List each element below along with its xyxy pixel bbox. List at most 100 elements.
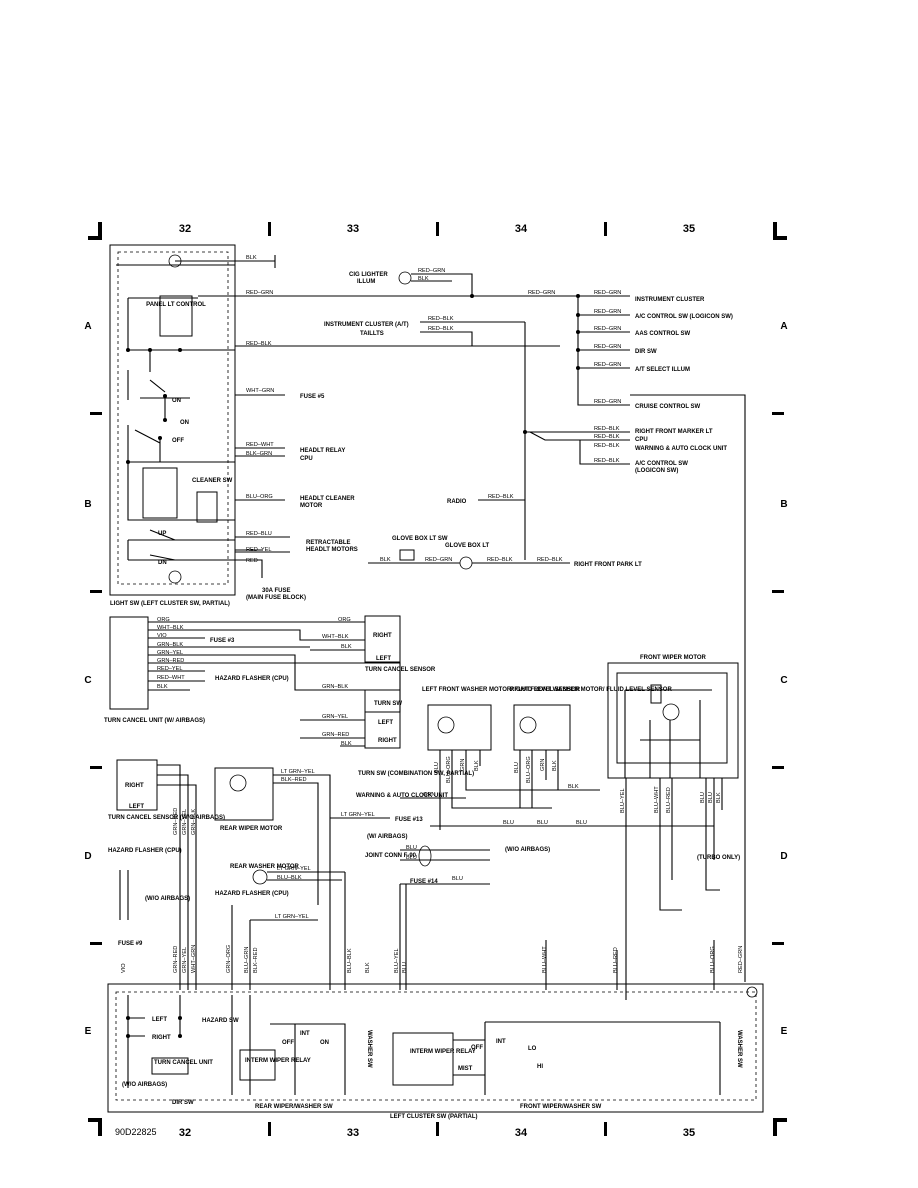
turn-signal-section: ORG WHT–BLK VIO GRN–BLK GRN–YEL GRN–RED … [104,615,474,777]
wire-red-blk-l4: RED–BLK [594,458,620,464]
dir-right-label: RIGHT [152,1035,171,1041]
wire-red-wht: RED–WHT [246,442,274,448]
rf-wire-blk: BLK [552,760,558,771]
rear-washer-motor-label: REAR WASHER MOTOR [230,864,300,870]
hazard-flasher-mid2: HAZARD FLASHER (CPU) [215,891,289,897]
lf-wire-blk: BLK [474,760,480,771]
wire-blk-glove: BLK [380,557,391,563]
turn-sw-left-label: LEFT [378,720,393,726]
lf-wire-blu-org: BLU–ORG [446,756,452,783]
washer-section: LEFT FRONT WASHER MOTOR/ FLUID LEVEL SEN… [356,655,740,1000]
fuse-3-label: FUSE #3 [210,638,235,644]
wire-lt-grn-yel-rw: LT GRN–YEL [281,769,315,775]
wire-lt-grn-yel-rwm: LT GRN–YEL [277,866,311,872]
bot-wire-vio: VIO [121,963,127,973]
rear-int-label: INT [300,1031,310,1037]
rf-wire-blu-org: BLU–ORG [526,756,532,783]
wire-red-blk-glove: RED–BLK [487,557,513,563]
turn-wire-red-wht: RED–WHT [157,675,185,681]
bot-wire-blk-red: BLK–RED [253,948,259,974]
bot-wire-blu: BLU [402,962,408,973]
wire-grn-clock: GRN [423,792,435,798]
mid-wire-grn-yel: GRN–YEL [182,809,188,835]
row-label-d-right: D [780,851,787,862]
wire-blu-2: BLU [537,820,548,826]
front-interm-wiper-relay-label: INTERM WIPER RELAY [410,1049,476,1055]
light-sw-on-1: ON [172,398,181,404]
rear-wiper-motor-label: REAR WIPER MOTOR [220,826,283,832]
front-off-label: OFF [471,1045,483,1051]
left-cluster-sw-label: LEFT CLUSTER SW (PARTIAL) [390,1114,478,1120]
turn-wire-red-yel: RED–YEL [157,666,183,672]
tcs-wo-left-label: LEFT [129,804,144,810]
wire-blu-jc1: BLU [406,845,417,851]
fuse-14-label: FUSE #14 [410,879,438,885]
load2-logicon-sw: (LOGICON SW) [635,468,678,474]
bot-wire-wht-grn: WHT–GRN [191,945,197,973]
rear-on-label: ON [320,1040,329,1046]
wire-red-grn-load6: RED–GRN [594,399,621,405]
column-label-33-bottom: 33 [347,1127,359,1139]
wire-blu-3: BLU [576,820,587,826]
bot-wire-blu-grn: BLU–GRN [244,947,250,973]
wire-red-blk-tail: RED–BLK [428,326,454,332]
load2-cpu: CPU [635,437,648,443]
front-lo-label: LO [528,1046,537,1052]
turn-wire-org: ORG [157,617,170,623]
tcs-wo-airbags-label: TURN CANCEL SENSOR (W/O AIRBAGS) [108,815,225,821]
turn-cancel-left-label: LEFT [376,656,391,662]
warning-auto-clock-label: WARNING & AUTO CLOCK UNIT [356,793,448,799]
wire-grn-yel-tsw: GRN–YEL [322,714,348,720]
wire-red-grn-load4: RED–GRN [594,344,621,350]
column-label-33: 33 [347,223,359,235]
tcs-wo-right-label: RIGHT [125,783,144,789]
turn-wire-blk: BLK [157,684,168,690]
cpu-label-1: CPU [300,456,313,462]
front-wiper-motor-label: FRONT WIPER MOTOR [640,655,707,661]
wire-red-blk-park: RED–BLK [537,557,563,563]
right-front-washer-label: RIGHT FRONT WASHER MOTOR/ FLUID LEVEL SE… [510,687,672,693]
wire-lt-grn-yel-f13: LT GRN–YEL [341,812,375,818]
front-mist-label: MIST [458,1066,473,1072]
light-sw-caption: LIGHT SW (LEFT CLUSTER SW, PARTIAL) [110,601,230,607]
lf-wire-blu: BLU [434,762,440,773]
fuse-9-label: FUSE #9 [118,941,143,947]
fuse-13-label: FUSE #13 [395,817,423,823]
rf-wire-blu: BLU [514,762,520,773]
taillts-label: TAILLTS [360,331,384,337]
headlt-cleaner-motor-label: MOTOR [300,503,323,509]
wire-blk-cig: BLK [418,276,429,282]
fuse-5-label: FUSE #5 [300,394,325,400]
wo-airbags-mid: (W/O AIRBAGS) [145,896,190,902]
light-sw-up: UP [158,531,166,537]
turn-sw-caption: TURN SW (COMBINATION SW, PARTIAL) [358,771,474,777]
panel-lt-control-label: PANEL LT CONTROL [146,302,206,308]
turn-wire-vio: VIO [157,633,167,639]
lf-wire-grn: GRN [460,759,466,771]
front-washer-sw-label: WASHER SW [736,1030,742,1068]
wire-red-blk-1: RED–BLK [246,341,272,347]
rear-interm-wiper-relay-label: INTERM WIPER RELAY [245,1058,311,1064]
wire-blu-f14: BLU [452,876,463,882]
light-sw-on-2: ON [180,420,189,426]
turn-sw-label: TURN SW [374,701,402,707]
load2-ac-control-sw: A/C CONTROL SW [635,461,688,467]
fwm-wire-blu-red: BLU–RED [666,787,672,813]
headlt-motors-label: HEADLT MOTORS [306,547,358,553]
turn-cancel-unit-bottom-label: TURN CANCEL UNIT [154,1060,213,1066]
headlt-cleaner-label: HEADLT CLEANER [300,496,355,502]
rear-off-label: OFF [282,1040,294,1046]
turn-wire-wht-blk: WHT–BLK [157,625,184,631]
fwm-wire-blu-2: BLU [708,792,714,803]
wire-red-blk-ic: RED–BLK [428,316,454,322]
row-label-b: B [84,499,91,510]
w-airbags-label: (W/ AIRBAGS) [367,834,407,840]
wire-grn-blk-tsw: GRN–BLK [322,684,348,690]
turn-cancel-right-label: RIGHT [373,633,392,639]
bot-wire-red-grn: RED–GRN [738,946,744,973]
right-front-park-lt-label: RIGHT FRONT PARK LT [574,562,642,568]
headlt-relay-label: HEADLT RELAY [300,448,345,454]
hazard-sw-label: HAZARD SW [202,1018,239,1024]
wo-airbags-label: (W/O AIRBAGS) [505,847,550,853]
wire-blk-washer: BLK [568,784,579,790]
